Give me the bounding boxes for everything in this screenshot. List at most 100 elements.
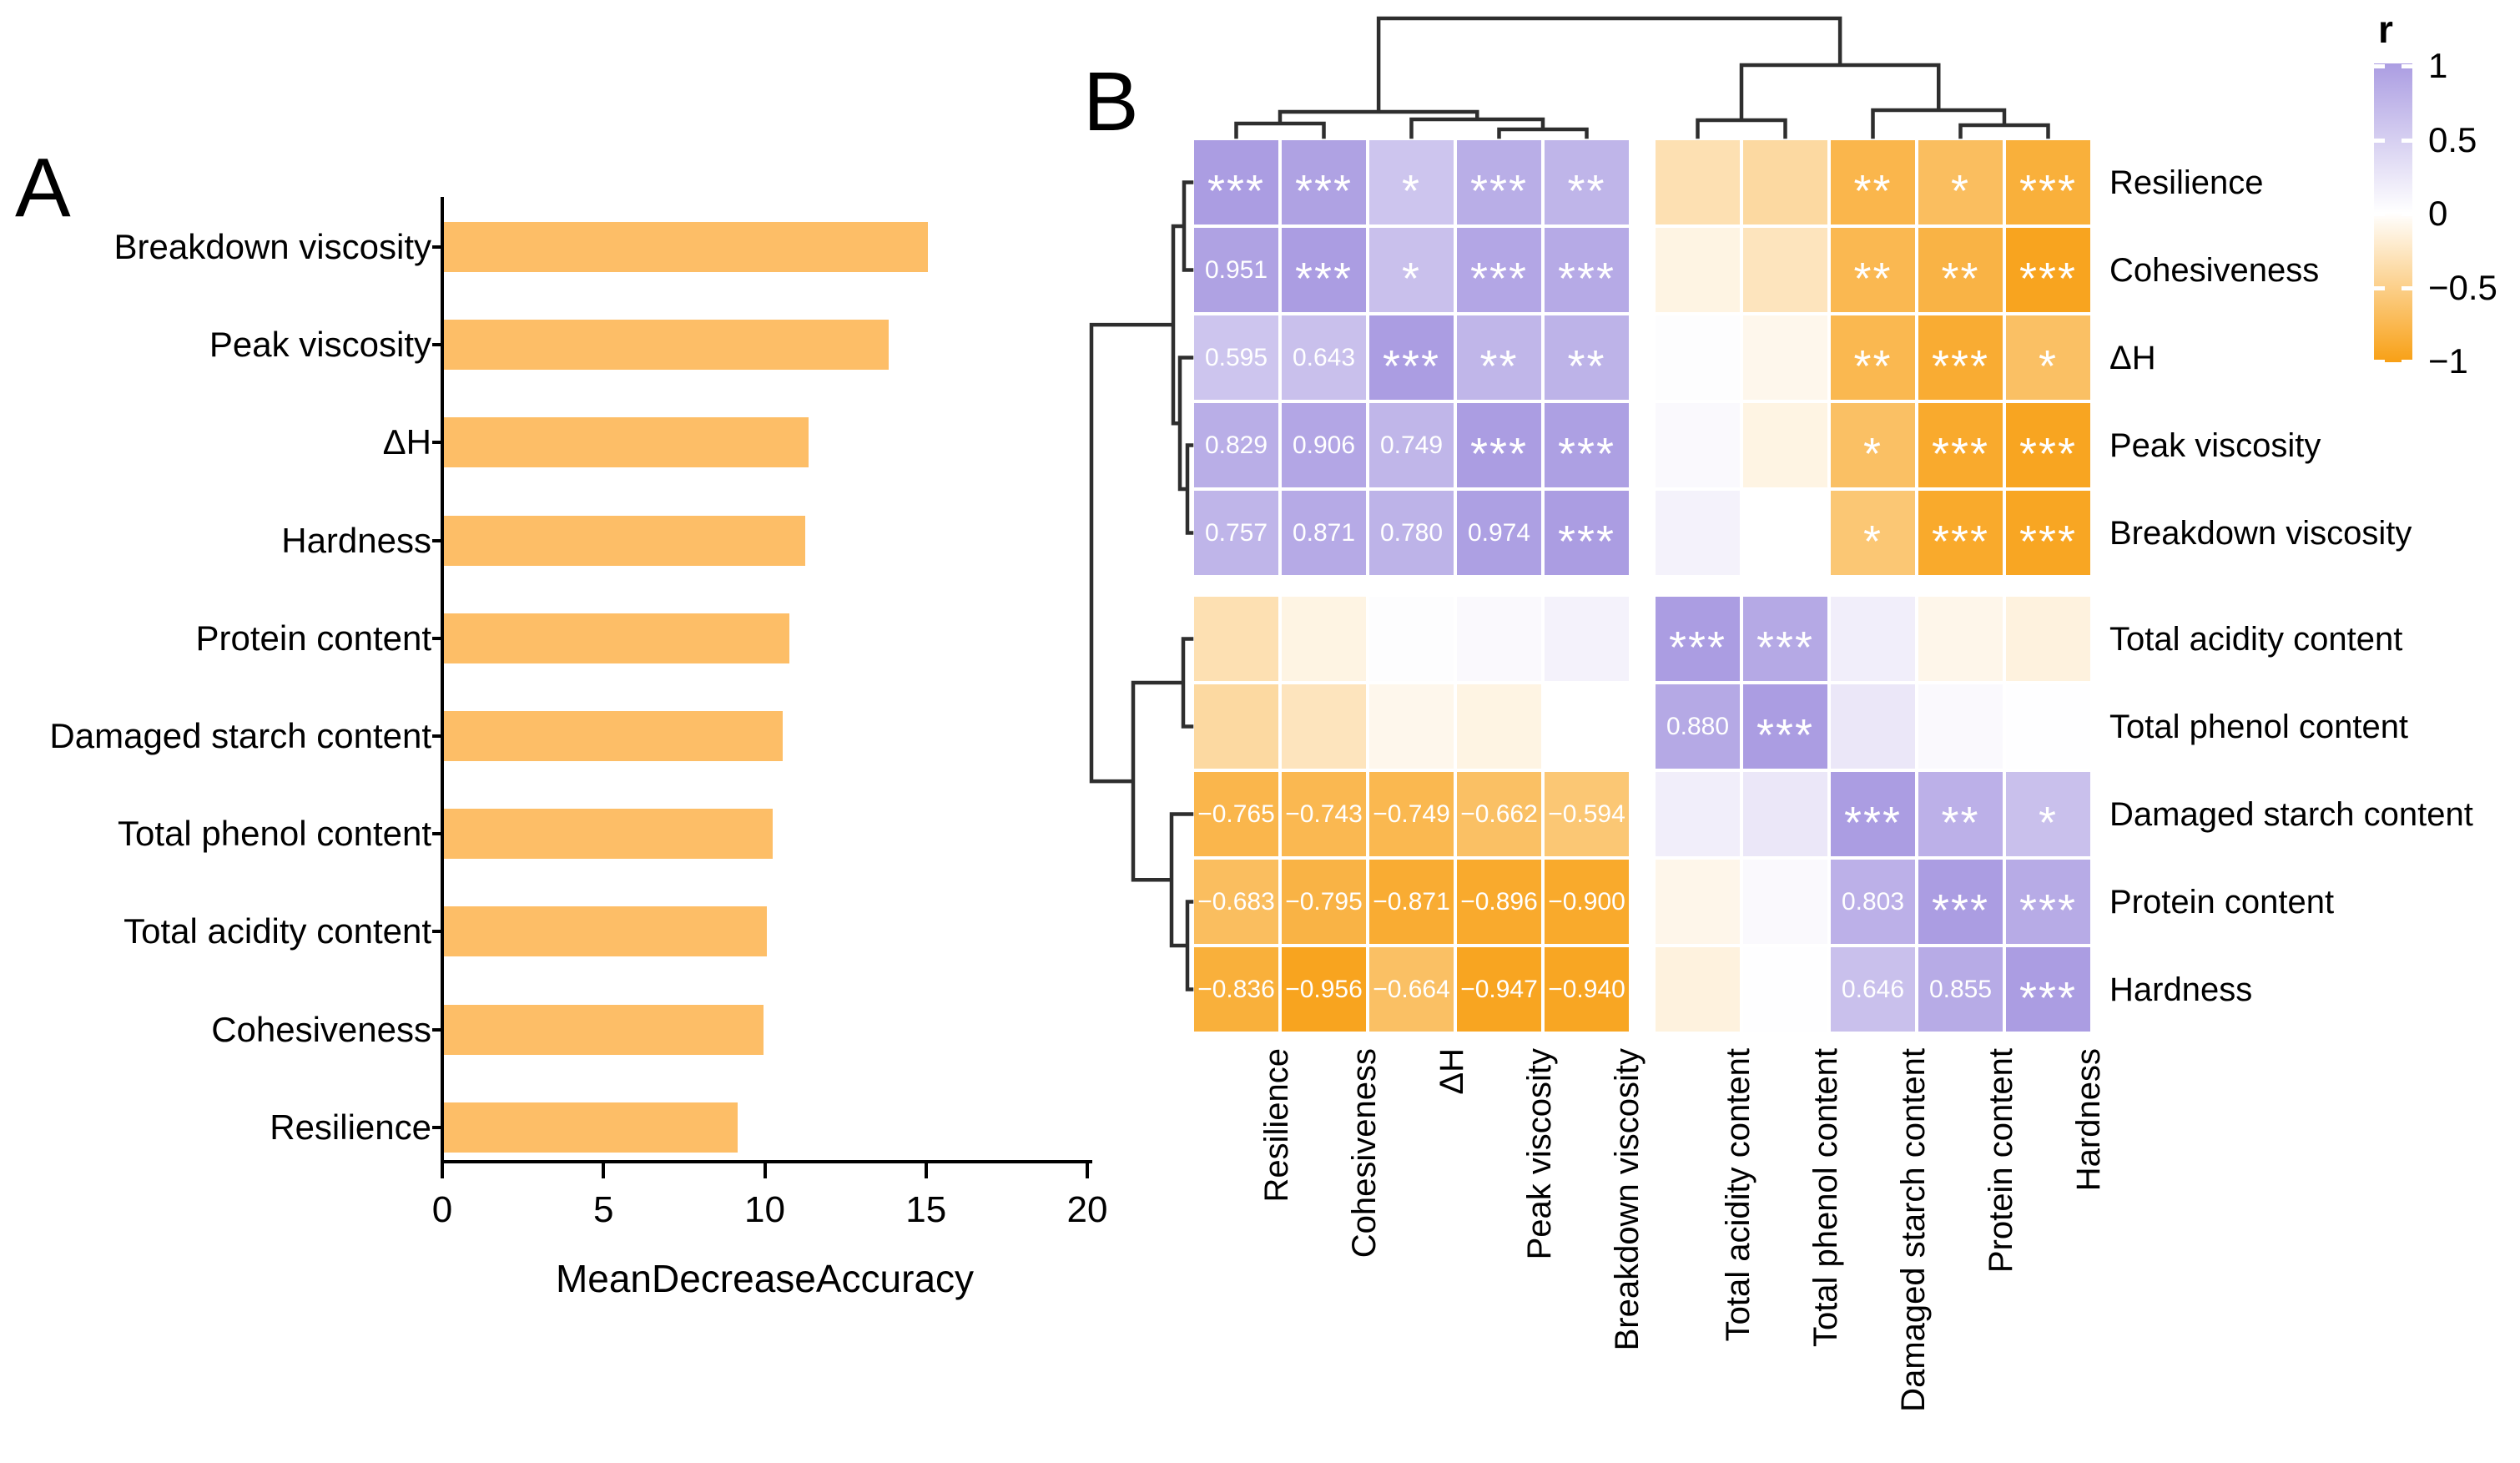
heatmap-cell: −0.900 xyxy=(1545,860,1629,944)
heatmap-cell xyxy=(1656,315,1740,400)
heatmap-cell-label: −0.940 xyxy=(1548,976,1625,1003)
heatmap-cell xyxy=(1656,403,1740,487)
heatmap-cell-label: 0.906 xyxy=(1292,431,1356,459)
bar-category-label: Damaged starch content xyxy=(49,716,431,755)
heatmap-cell-label: *** xyxy=(1931,885,1990,936)
x-axis-line xyxy=(441,1160,1092,1163)
heatmap-cell-label: −0.765 xyxy=(1197,800,1275,828)
bar-category-label: Protein content xyxy=(195,618,431,658)
heatmap-cell-label: −0.749 xyxy=(1373,800,1450,828)
heatmap-cell xyxy=(1282,684,1366,769)
heatmap-cell: ** xyxy=(1918,772,2003,856)
y-axis-line xyxy=(441,197,444,1163)
heatmap-cell xyxy=(1918,684,2003,769)
heatmap-cell: 0.871 xyxy=(1282,491,1366,575)
heatmap-cell-label: 0.829 xyxy=(1204,431,1268,459)
heatmap-cell: −0.947 xyxy=(1457,947,1541,1032)
heatmap-cell xyxy=(1656,947,1740,1032)
legend-tick-label: −0.5 xyxy=(2428,267,2497,307)
legend-tick-notch xyxy=(2402,64,2412,68)
heatmap-cell: *** xyxy=(1743,684,1827,769)
heatmap-cell xyxy=(1656,228,1740,312)
heatmap-cell-label: *** xyxy=(1469,428,1529,479)
heatmap-cell-label: *** xyxy=(1294,165,1353,216)
heatmap-cell: *** xyxy=(1918,860,2003,944)
heatmap-cell xyxy=(1743,315,1827,400)
heatmap-cell-label: −0.871 xyxy=(1373,888,1450,916)
heatmap-cell: *** xyxy=(2006,491,2090,575)
heatmap-cell xyxy=(1369,684,1454,769)
heatmap-cell: ** xyxy=(1918,228,2003,312)
heatmap-cell: *** xyxy=(1457,228,1541,312)
heatmap-row-label: Damaged starch content xyxy=(2109,795,2473,833)
heatmap-cell-label: *** xyxy=(1557,516,1616,567)
heatmap-cell: * xyxy=(1918,140,2003,224)
bar xyxy=(444,515,805,566)
y-axis-tick xyxy=(432,1125,442,1129)
heatmap-cell: −0.683 xyxy=(1194,860,1278,944)
heatmap-cell: −0.940 xyxy=(1545,947,1629,1032)
heatmap-cell xyxy=(1194,684,1278,769)
heatmap-cell-label: * xyxy=(2038,341,2058,391)
y-axis-tick xyxy=(432,1027,442,1032)
heatmap-cell-label: *** xyxy=(1931,341,1990,391)
heatmap-cell: 0.829 xyxy=(1194,403,1278,487)
heatmap-cell: 0.974 xyxy=(1457,491,1541,575)
legend-tick-notch xyxy=(2402,212,2412,216)
legend-tick-notch xyxy=(2374,212,2385,216)
heatmap-cell: *** xyxy=(1369,315,1454,400)
heatmap-cell: * xyxy=(1831,491,1915,575)
heatmap-cell-label: 0.749 xyxy=(1379,431,1444,459)
heatmap-cell: −0.664 xyxy=(1369,947,1454,1032)
bar-category-label: Cohesiveness xyxy=(211,1009,431,1049)
heatmap-cell xyxy=(1656,140,1740,224)
heatmap-cell-label: *** xyxy=(1469,253,1529,304)
heatmap-cell-label: −0.743 xyxy=(1285,800,1363,828)
heatmap-cell-label: ** xyxy=(1567,341,1606,391)
x-axis-tick-label: 20 xyxy=(1066,1189,1108,1230)
heatmap-cell: −0.795 xyxy=(1282,860,1366,944)
heatmap-cell: * xyxy=(1831,403,1915,487)
heatmap-cell xyxy=(1194,597,1278,681)
heatmap-cell-label: * xyxy=(2038,797,2058,848)
heatmap-cell-label: ** xyxy=(1479,341,1519,391)
heatmap-cell: 0.906 xyxy=(1282,403,1366,487)
heatmap-cell: −0.836 xyxy=(1194,947,1278,1032)
legend-tick-notch xyxy=(2402,360,2412,364)
heatmap-row-label: Resilience xyxy=(2109,164,2264,201)
heatmap-cell: *** xyxy=(1918,403,2003,487)
heatmap-column-label: Protein content xyxy=(1982,1048,2019,1274)
heatmap-cell: *** xyxy=(1918,315,2003,400)
heatmap-cell: *** xyxy=(1545,228,1629,312)
heatmap-cell-label: * xyxy=(1862,516,1882,567)
legend-tick-label: 0 xyxy=(2428,194,2448,233)
x-axis-tick-label: 15 xyxy=(905,1189,947,1230)
heatmap-cell: ** xyxy=(1457,315,1541,400)
bar-category-label: ΔH xyxy=(382,422,431,462)
heatmap-row-label: Hardness xyxy=(2109,971,2253,1008)
heatmap-cell: −0.749 xyxy=(1369,772,1454,856)
heatmap-cell: −0.956 xyxy=(1282,947,1366,1032)
heatmap-cell-label: *** xyxy=(2019,972,2078,1023)
heatmap-cell-label: *** xyxy=(1843,797,1903,848)
bar xyxy=(444,417,809,468)
heatmap-column-label: Resilience xyxy=(1257,1048,1295,1203)
heatmap-cell-label: 0.595 xyxy=(1204,344,1268,371)
y-axis-tick xyxy=(432,245,442,249)
bar xyxy=(444,906,767,957)
heatmap-column-label: Cohesiveness xyxy=(1345,1048,1383,1259)
heatmap-cell-label: 0.780 xyxy=(1379,519,1444,547)
heatmap-cell-label: * xyxy=(1401,253,1421,304)
heatmap-cell xyxy=(1743,403,1827,487)
heatmap-cell xyxy=(1743,772,1827,856)
heatmap-row-label: ΔH xyxy=(2109,339,2156,376)
heatmap-cell: −0.743 xyxy=(1282,772,1366,856)
x-axis-tick-label: 10 xyxy=(744,1189,785,1230)
heatmap-cell-label: ** xyxy=(1941,797,1980,848)
heatmap-cell: * xyxy=(1369,228,1454,312)
heatmap-cell xyxy=(1743,947,1827,1032)
heatmap-row-label: Total acidity content xyxy=(2109,620,2403,658)
y-axis-tick xyxy=(432,636,442,640)
heatmap-cell: −0.662 xyxy=(1457,772,1541,856)
heatmap-cell-label: 0.871 xyxy=(1292,519,1356,547)
